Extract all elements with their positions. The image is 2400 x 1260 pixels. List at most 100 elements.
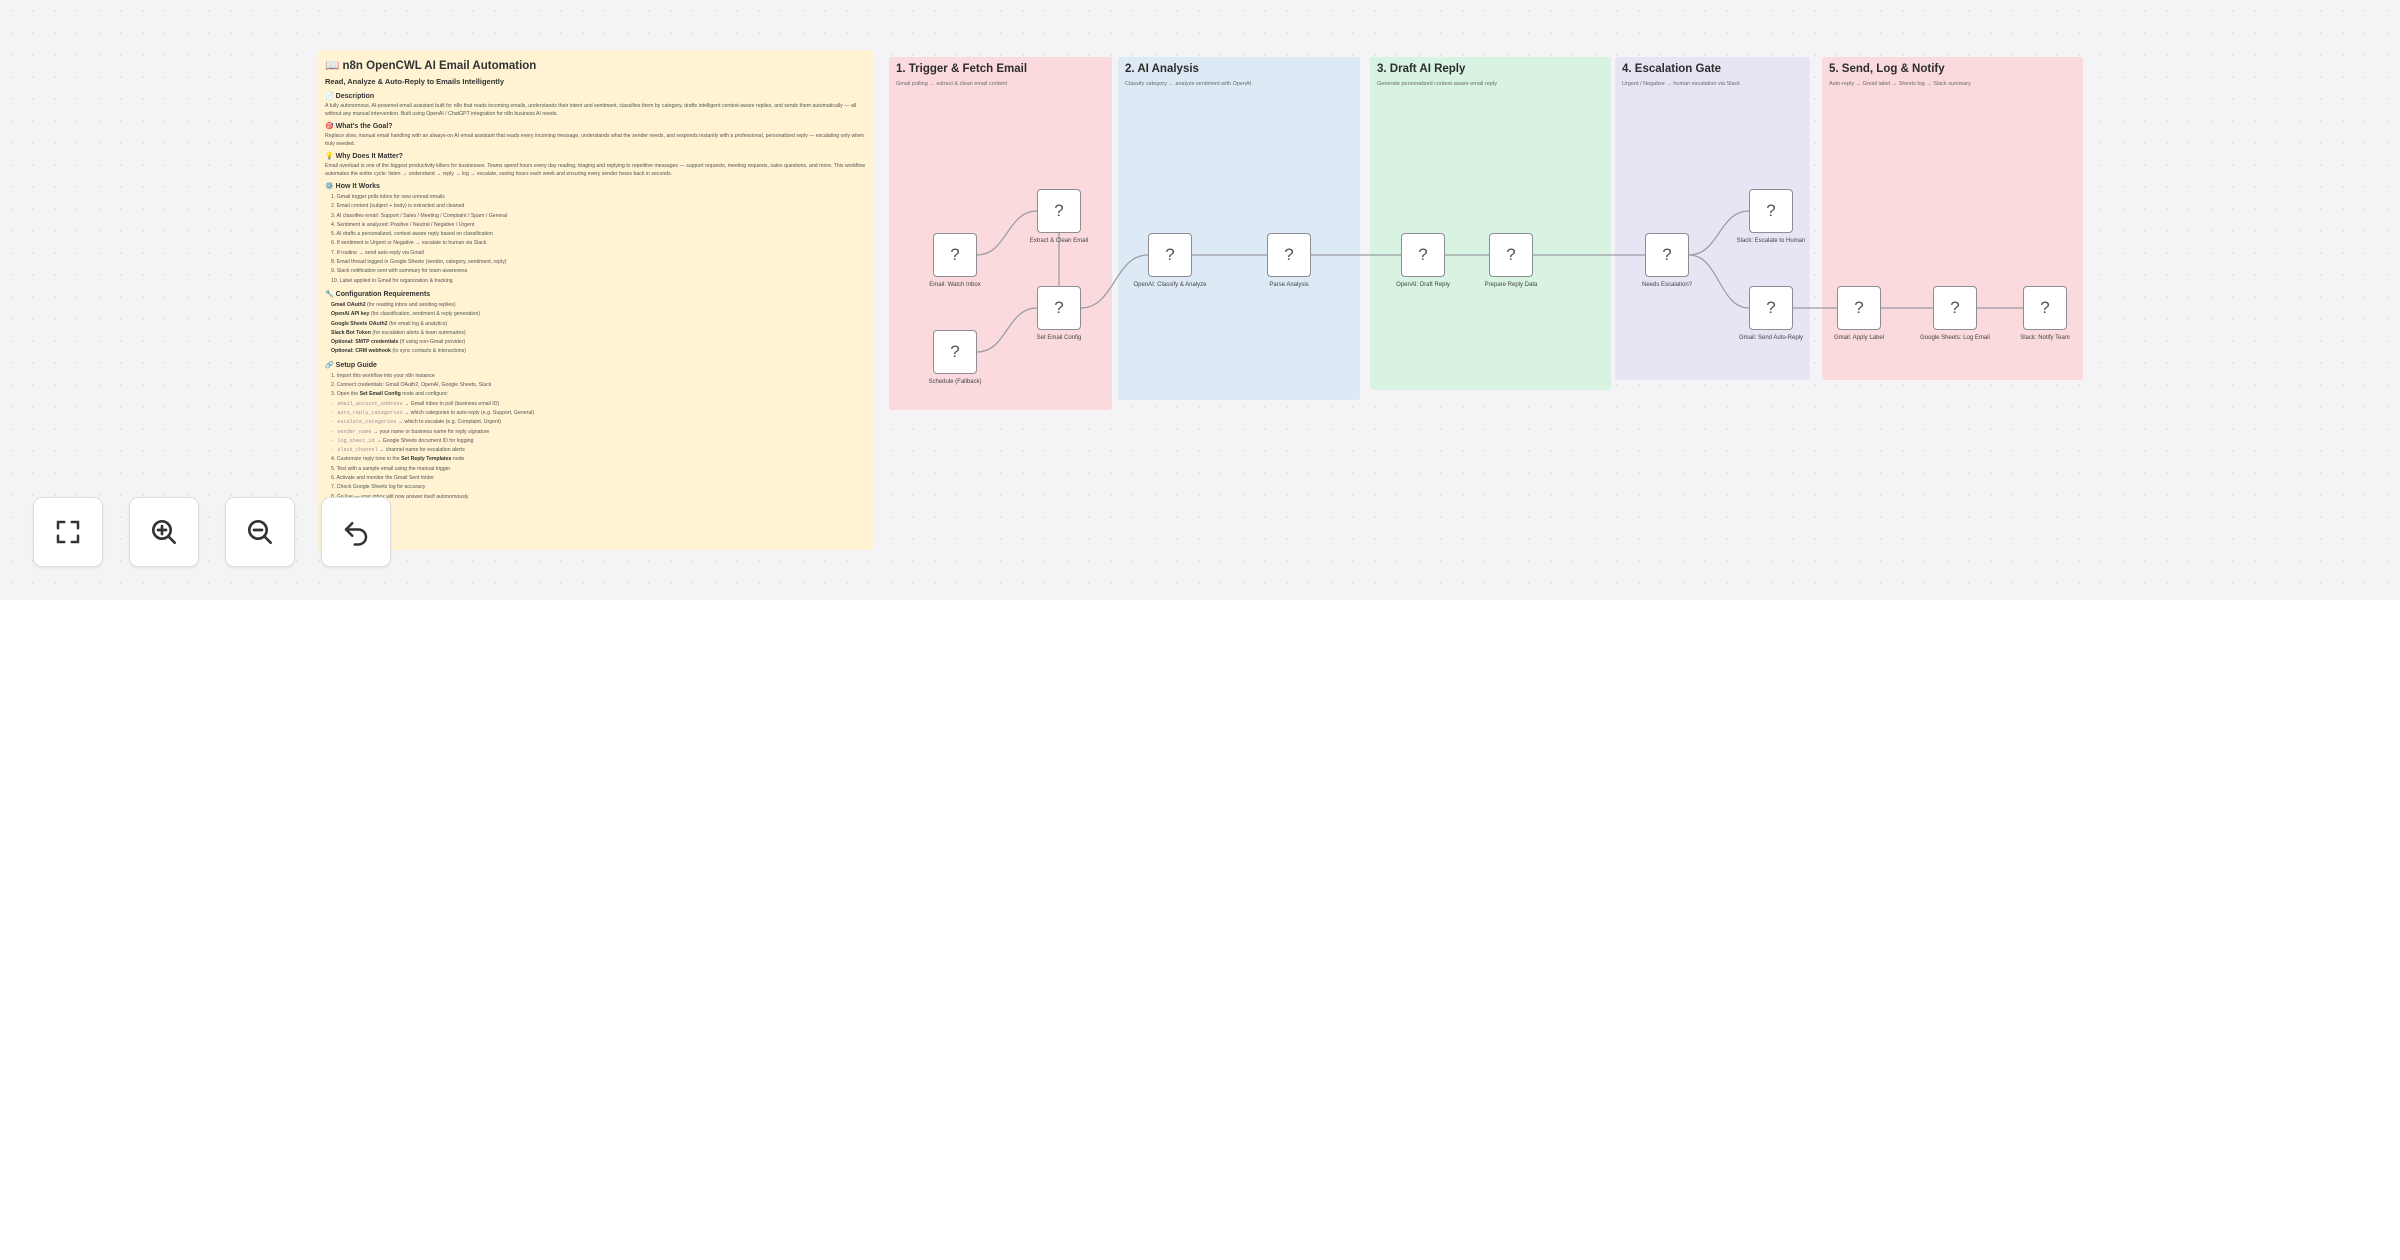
- node-placeholder-icon: ?: [1054, 201, 1064, 220]
- node-label: Gmail: Send Auto-Reply: [1738, 335, 1804, 341]
- workflow-node[interactable]: ?: [2023, 286, 2067, 330]
- node-placeholder-icon: ?: [1506, 245, 1516, 264]
- node-placeholder-icon: ?: [950, 245, 960, 264]
- note-list-item: OpenAI API key (for classification, sent…: [331, 311, 481, 318]
- note-paragraph: Email overload is one of the biggest pro…: [325, 163, 866, 177]
- note-heading: 📄 Description: [325, 93, 375, 100]
- note-list-item: - email_account_address → Gmail inbox to…: [331, 400, 500, 407]
- connection-line: [1688, 210, 1750, 256]
- node-placeholder-icon: ?: [1165, 245, 1175, 264]
- note-list-item: 8. Go live — your inbox will now answer …: [331, 493, 469, 500]
- workflow-node[interactable]: ?: [1037, 189, 1081, 233]
- section-subtitle: Auto-reply → Gmail label → Sheets log → …: [1829, 81, 1971, 87]
- note-list-item: - slack_channel → channel name for escal…: [331, 447, 465, 454]
- note-list-item: 5. Test with a sample email using the ma…: [331, 465, 451, 472]
- section-title: 4. Escalation Gate: [1622, 63, 1722, 75]
- note-list-item: 8. Email thread logged in Google Sheets …: [331, 259, 507, 266]
- node-label: Set Email Config: [1036, 335, 1082, 341]
- zoom-out-icon: [248, 520, 272, 544]
- section-subtitle: Urgent / Negative → human escalation via…: [1622, 81, 1741, 87]
- section-title: 3. Draft AI Reply: [1377, 63, 1466, 75]
- node-placeholder-icon: ?: [1054, 298, 1064, 317]
- section-title: 1. Trigger & Fetch Email: [896, 63, 1028, 75]
- node-placeholder-icon: ?: [1662, 245, 1672, 264]
- node-label: Prepare Reply Data: [1484, 282, 1538, 288]
- note-heading: 🔧 Configuration Requirements: [325, 290, 431, 298]
- note-list-item: 1. Gmail trigger polls inbox for new unr…: [331, 194, 445, 200]
- fit-view-button[interactable]: [33, 497, 103, 567]
- note-title: 📖 n8n OpenCWL AI Email Automation: [325, 60, 537, 72]
- node-label: OpenAI: Draft Reply: [1396, 282, 1450, 288]
- node-label: Needs Escalation?: [1641, 282, 1693, 288]
- note-list-item: 3. AI classifies email: Support / Sales …: [331, 212, 508, 219]
- note-list-item: 9. Slack notification sent with summary …: [331, 268, 468, 275]
- note-list-item: - auto_reply_categories → which categori…: [331, 409, 535, 416]
- undo-button[interactable]: [321, 497, 391, 567]
- node-label: Extract & Clean Email: [1029, 238, 1089, 244]
- workflow-node[interactable]: ?: [1267, 233, 1311, 277]
- workflow-node[interactable]: ?: [1645, 233, 1689, 277]
- section-title: 2. AI Analysis: [1125, 63, 1199, 75]
- node-label: Slack: Notify Team: [2020, 335, 2070, 341]
- note-paragraph: Replace slow, manual email handling with…: [325, 133, 864, 147]
- note-list-item: 6. If sentiment is Urgent or Negative → …: [331, 240, 487, 247]
- description-sticky-note[interactable]: 📖 n8n OpenCWL AI Email Automation Read, …: [318, 50, 874, 550]
- node-placeholder-icon: ?: [950, 342, 960, 361]
- note-subtitle: Read, Analyze & Auto-Reply to Emails Int…: [325, 77, 505, 86]
- workflow-node[interactable]: ?: [1037, 286, 1081, 330]
- workflow-node[interactable]: ?: [1401, 233, 1445, 277]
- section-subtitle: Generate personalized context-aware emai…: [1377, 81, 1497, 87]
- note-list-item: 1. Import this workflow into your n8n in…: [331, 372, 435, 379]
- note-list-item: Gmail OAuth2 (for reading inbox and send…: [331, 301, 456, 308]
- zoom-in-button[interactable]: [129, 497, 199, 567]
- workflow-node[interactable]: ?: [933, 330, 977, 374]
- section-subtitle: Classify category → analyze sentiment wi…: [1125, 81, 1252, 87]
- note-list-item: 2. Connect credentials: Gmail OAuth2, Op…: [331, 382, 492, 389]
- workflow-node[interactable]: ?: [1837, 286, 1881, 330]
- node-placeholder-icon: ?: [2040, 298, 2050, 317]
- workflow-node[interactable]: ?: [1749, 189, 1793, 233]
- note-list-item: 7. Check Google Sheets log for accuracy: [331, 484, 426, 491]
- node-label: Google Sheets: Log Email: [1920, 335, 1990, 341]
- node-label: Parse Analysis: [1269, 282, 1309, 288]
- connection-line: [976, 210, 1038, 256]
- section-title: 5. Send, Log & Notify: [1829, 63, 1945, 75]
- note-heading: 🎯 What's the Goal?: [325, 123, 393, 130]
- node-label: Slack: Escalate to Human: [1736, 238, 1806, 244]
- note-list-item: Slack Bot Token (for escalation alerts &…: [331, 329, 466, 336]
- note-list-item: 6. Activate and monitor the Gmail Sent f…: [331, 475, 434, 482]
- section-ai-analysis[interactable]: 2. AI Analysis Classify category → analy…: [1118, 57, 1360, 400]
- zoom-in-icon: [152, 520, 176, 544]
- node-label: Gmail: Apply Label: [1833, 335, 1885, 341]
- note-list-item: - log_sheet_id → Google Sheets document …: [331, 437, 474, 444]
- note-list-item: 5. AI drafts a personalized, context-awa…: [331, 231, 493, 238]
- note-list-item: - escalate_categories → which to escalat…: [331, 419, 502, 426]
- note-list-item: 4. Customize reply tone in the Set Reply…: [331, 456, 465, 463]
- node-label: OpenAI: Classify & Analyze: [1133, 282, 1207, 288]
- note-list-item: 2. Email content (subject + body) is ext…: [331, 203, 465, 210]
- node-placeholder-icon: ?: [1284, 245, 1294, 264]
- node-placeholder-icon: ?: [1766, 298, 1776, 317]
- section-subtitle: Gmail polling → extract & clean email co…: [896, 81, 1007, 87]
- workflow-node[interactable]: ?: [1148, 233, 1192, 277]
- node-placeholder-icon: ?: [1418, 245, 1428, 264]
- node-label: Schedule (Fallback): [928, 379, 982, 385]
- workflow-node[interactable]: ?: [1489, 233, 1533, 277]
- note-heading: 🔗 Setup Guide: [325, 361, 377, 369]
- note-list-item: 10. Label applied in Gmail for organizat…: [331, 277, 453, 284]
- zoom-out-button[interactable]: [225, 497, 295, 567]
- node-label: Email: Watch Inbox: [929, 282, 981, 288]
- fullscreen-icon: [56, 520, 80, 544]
- note-list-item: 7. If routine → send auto-reply via Gmai…: [331, 249, 424, 256]
- workflow-node[interactable]: ?: [1749, 286, 1793, 330]
- workflow-node[interactable]: ?: [1933, 286, 1977, 330]
- workflow-node[interactable]: ?: [933, 233, 977, 277]
- section-draft-reply[interactable]: 3. Draft AI Reply Generate personalized …: [1370, 57, 1611, 390]
- connection-line: [976, 307, 1038, 353]
- connection-line: [1688, 254, 1750, 309]
- section-trigger-fetch[interactable]: 1. Trigger & Fetch Email Gmail polling →…: [889, 57, 1112, 410]
- connection-line: [1080, 254, 1149, 309]
- note-heading: 💡 Why Does It Matter?: [325, 153, 403, 160]
- workflow-canvas[interactable]: 📖 n8n OpenCWL AI Email Automation Read, …: [0, 0, 2400, 600]
